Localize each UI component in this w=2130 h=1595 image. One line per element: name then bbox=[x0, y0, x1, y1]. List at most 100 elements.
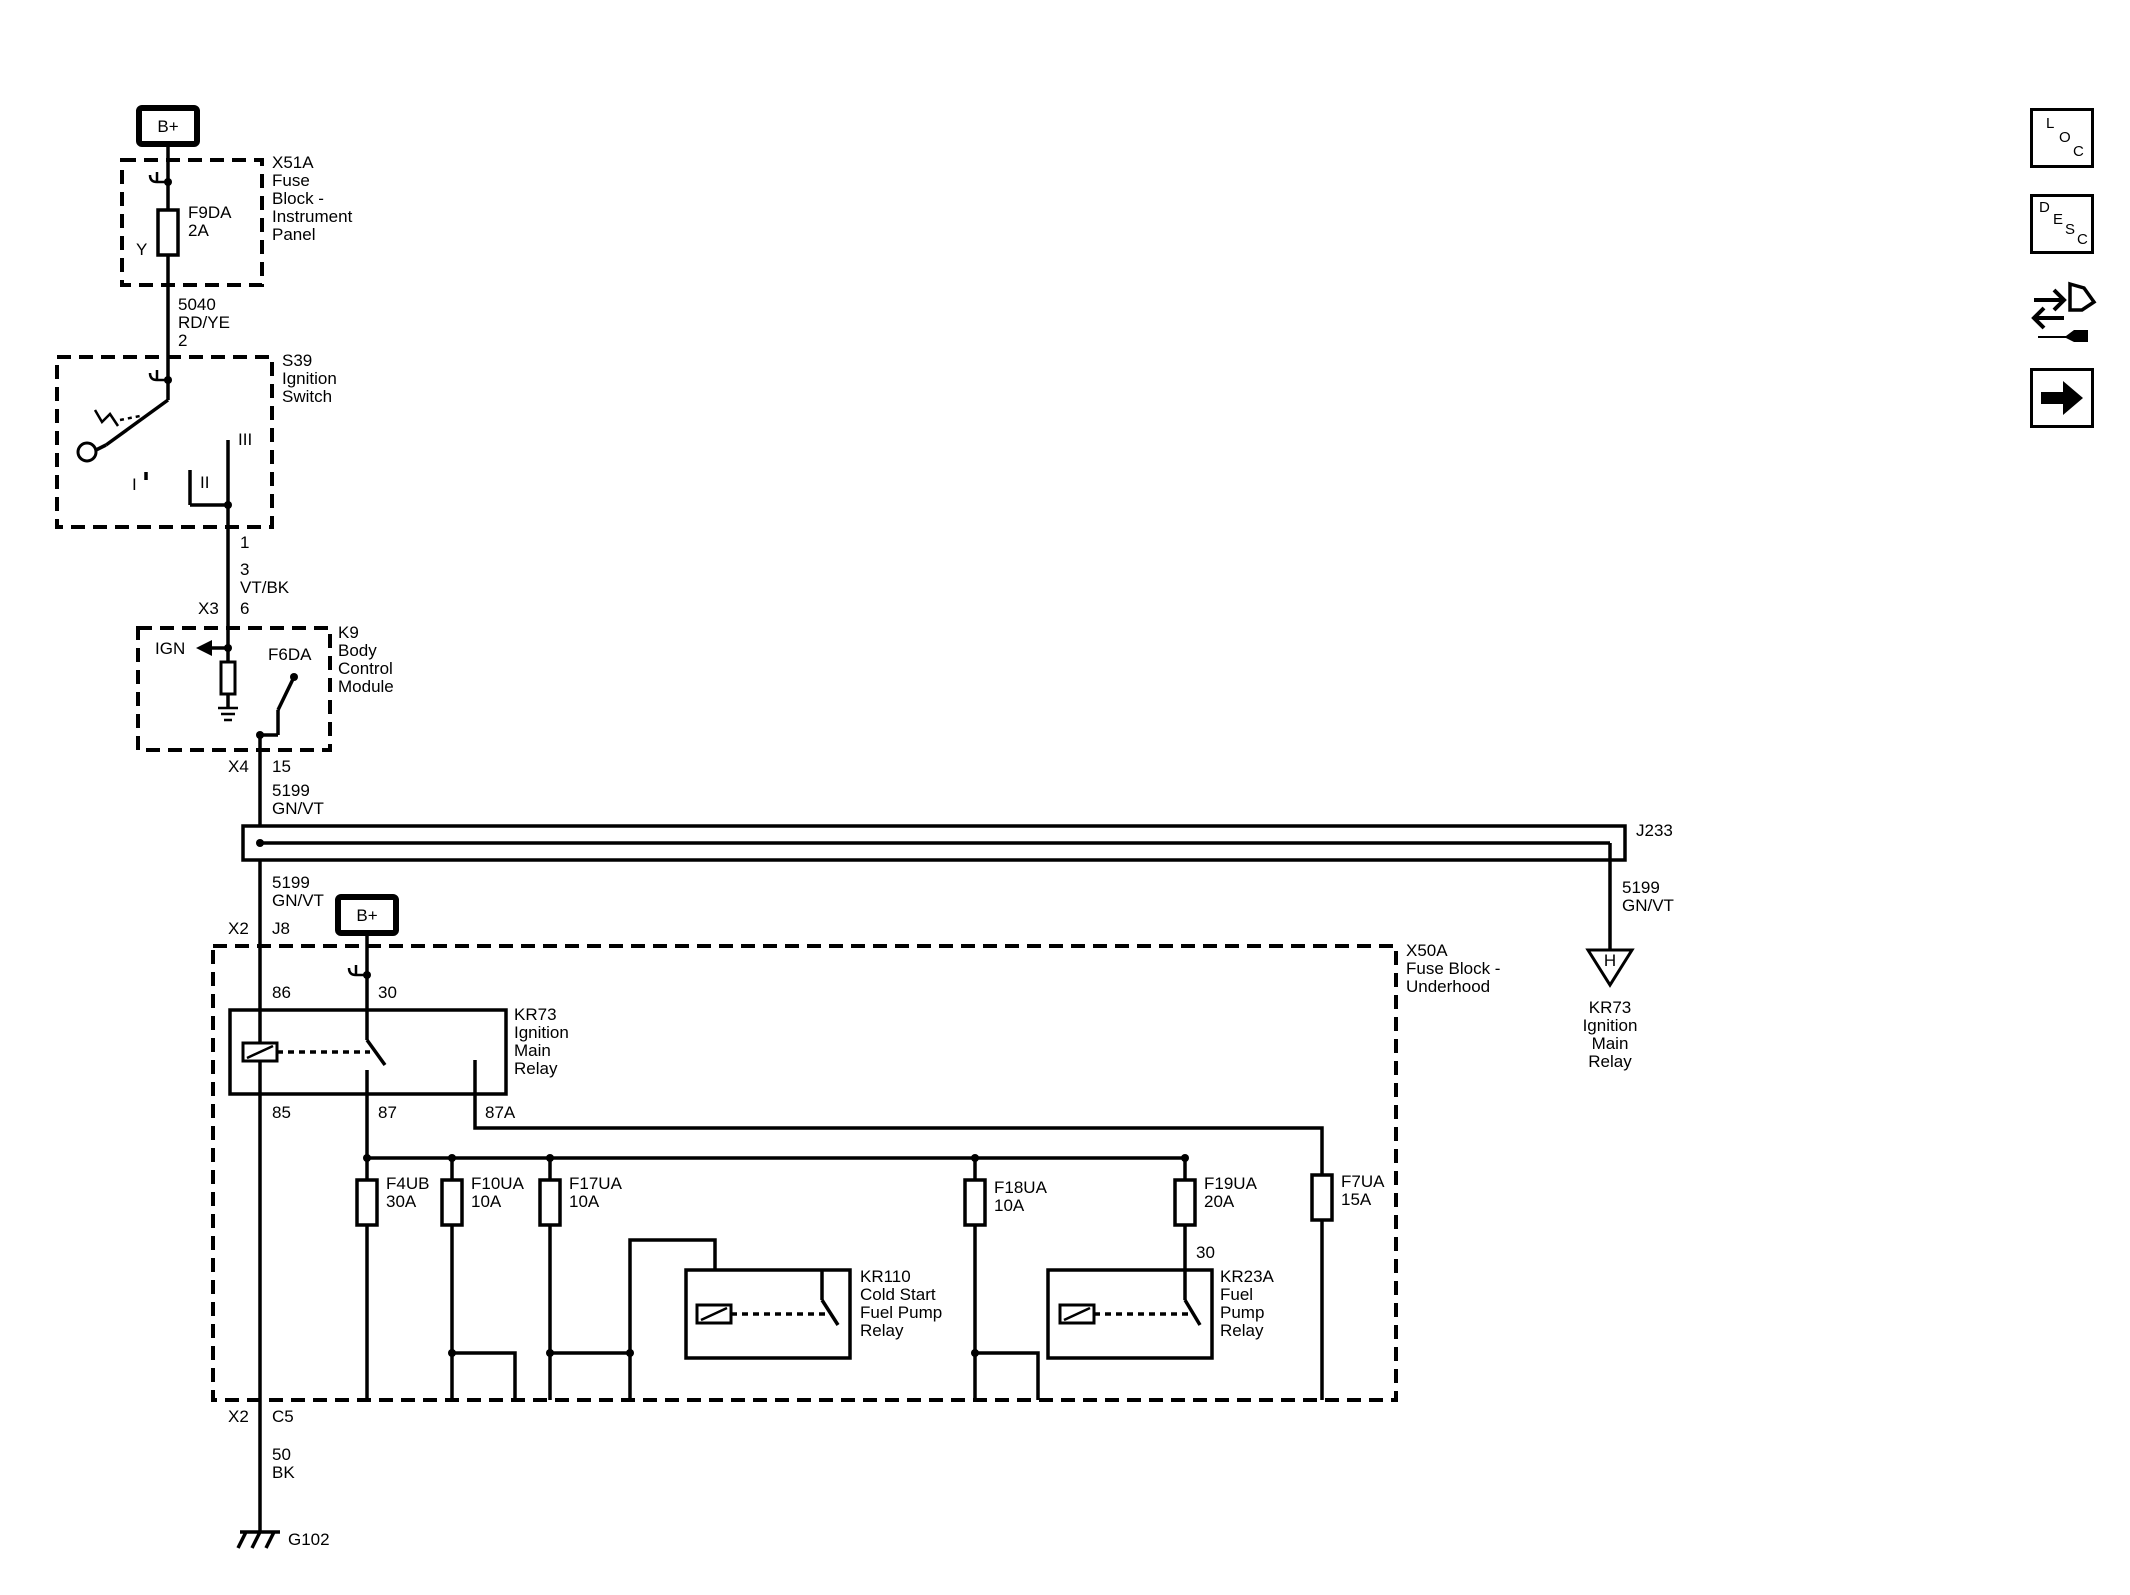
k9-label-3: Control bbox=[338, 659, 393, 678]
k9-pullup-resistor bbox=[219, 660, 237, 696]
w50-color: BK bbox=[272, 1463, 295, 1482]
x2-top-pin: J8 bbox=[272, 919, 290, 938]
g102-label: G102 bbox=[288, 1530, 330, 1549]
loc-letter-l: L bbox=[2046, 115, 2055, 132]
kr73-ref-1: KR73 bbox=[1589, 998, 1632, 1017]
k9-ign-label: IGN bbox=[155, 639, 185, 658]
w3-circuit: 3 bbox=[240, 560, 249, 579]
f18ua-name: F18UA bbox=[994, 1178, 1048, 1197]
kr73-pin-87a: 87A bbox=[485, 1103, 516, 1122]
kr73-ref-2: Ignition bbox=[1583, 1016, 1638, 1035]
x51a-label-2: Fuse bbox=[272, 171, 310, 190]
f9da-name: F9DA bbox=[188, 203, 232, 222]
kr110-label-2: Cold Start bbox=[860, 1285, 936, 1304]
x51a-label-5: Panel bbox=[272, 225, 315, 244]
ign-arrow bbox=[196, 640, 212, 656]
x51a-label-4: Instrument bbox=[272, 207, 353, 226]
f4ub-rating: 30A bbox=[386, 1192, 417, 1211]
f19ua-name: F19UA bbox=[1204, 1174, 1258, 1193]
f17ua-name: F17UA bbox=[569, 1174, 623, 1193]
kr73-pin-86: 86 bbox=[272, 983, 291, 1002]
f19ua-rating: 20A bbox=[1204, 1192, 1235, 1211]
w5199c-color: GN/VT bbox=[1622, 896, 1674, 915]
kr23a-label-3: Pump bbox=[1220, 1303, 1264, 1322]
kr110-label-4: Relay bbox=[860, 1321, 904, 1340]
f10ua-fuse bbox=[440, 1178, 464, 1227]
mid-bplus-label: B+ bbox=[356, 906, 377, 925]
loc-letter-o: O bbox=[2059, 129, 2071, 146]
k9-bcm-box bbox=[136, 626, 332, 752]
f9da-rating: 2A bbox=[188, 221, 209, 240]
desc-letter-d: D bbox=[2039, 199, 2050, 216]
s39-pos-ii: II bbox=[200, 473, 209, 492]
w3-color: VT/BK bbox=[240, 578, 290, 597]
s39-ignition-switch-box bbox=[55, 355, 274, 529]
w3-pin-bottom: 6 bbox=[240, 599, 249, 618]
f9da-terminal: Y bbox=[136, 240, 147, 259]
w3-connector: X3 bbox=[198, 599, 219, 618]
f17ua-fuse bbox=[538, 1178, 562, 1227]
s39-pos-iii: III bbox=[238, 430, 252, 449]
f10ua-name: F10UA bbox=[471, 1174, 525, 1193]
kr110-cold-start-fuel-pump-relay bbox=[684, 1268, 852, 1360]
w5040-color: RD/YE bbox=[178, 313, 230, 332]
x50a-fuse-block-box bbox=[211, 944, 1398, 1402]
h-connector-label: H bbox=[1604, 951, 1616, 970]
w5199b-circuit: 5199 bbox=[272, 873, 310, 892]
loc-letter-c: C bbox=[2073, 143, 2084, 160]
f18ua-fuse bbox=[963, 1178, 987, 1227]
kr73-ref-4: Relay bbox=[1588, 1052, 1632, 1071]
kr110-label-1: KR110 bbox=[860, 1267, 911, 1286]
kr73-ref-3: Main bbox=[1592, 1034, 1629, 1053]
f17ua-rating: 10A bbox=[569, 1192, 600, 1211]
w5199a-color: GN/VT bbox=[272, 799, 324, 818]
desc-letter-e: E bbox=[2053, 211, 2064, 228]
kr110-label-3: Fuel Pump bbox=[860, 1303, 942, 1322]
connector-wrench-icon[interactable] bbox=[2030, 278, 2098, 348]
x50a-label-1: X50A bbox=[1406, 941, 1448, 960]
f7ua-name: F7UA bbox=[1341, 1172, 1385, 1191]
s39-pos-i: I bbox=[132, 475, 137, 494]
w3-pin-top: 1 bbox=[240, 533, 249, 552]
f18ua-rating: 10A bbox=[994, 1196, 1025, 1215]
kr73-label-4: Relay bbox=[514, 1059, 558, 1078]
kr23a-fuel-pump-relay bbox=[1046, 1268, 1214, 1360]
x50a-label-3: Underhood bbox=[1406, 977, 1490, 996]
x2-bottom-pin: C5 bbox=[272, 1407, 294, 1426]
desc-letter-s: S bbox=[2065, 221, 2076, 238]
f7ua-rating: 15A bbox=[1341, 1190, 1372, 1209]
x2-top-connector: X2 bbox=[228, 919, 249, 938]
k9-connector: X4 bbox=[228, 757, 249, 776]
kr73-label-2: Ignition bbox=[514, 1023, 569, 1042]
description-button[interactable]: D E S C bbox=[2030, 194, 2094, 254]
kr73-label-1: KR73 bbox=[514, 1005, 557, 1024]
f4ub-fuse bbox=[355, 1178, 379, 1227]
kr73-label-3: Main bbox=[514, 1041, 551, 1060]
s39-label-2: Ignition bbox=[282, 369, 337, 388]
top-bplus-label: B+ bbox=[157, 117, 178, 136]
g102-ground-symbol bbox=[236, 1530, 280, 1549]
s39-label-1: S39 bbox=[282, 351, 312, 370]
w5199c-circuit: 5199 bbox=[1622, 878, 1660, 897]
x51a-label-1: X51A bbox=[272, 153, 314, 172]
w5040-pin: 2 bbox=[178, 331, 187, 350]
kr73-pin-85: 85 bbox=[272, 1103, 291, 1122]
kr23a-label-1: KR23A bbox=[1220, 1267, 1275, 1286]
kr73-pin-87: 87 bbox=[378, 1103, 397, 1122]
k9-label-4: Module bbox=[338, 677, 394, 696]
x2-bottom-connector: X2 bbox=[228, 1407, 249, 1426]
kr23a-pin-30: 30 bbox=[1196, 1243, 1215, 1262]
f4ub-name: F4UB bbox=[386, 1174, 429, 1193]
x51a-label-3: Block - bbox=[272, 189, 324, 208]
f7ua-fuse bbox=[1310, 1173, 1334, 1222]
kr23a-label-4: Relay bbox=[1220, 1321, 1264, 1340]
f19ua-fuse bbox=[1173, 1178, 1197, 1227]
location-button[interactable]: L O C bbox=[2030, 108, 2094, 168]
x51a-fuse-block-box bbox=[120, 158, 264, 287]
desc-letter-c: C bbox=[2077, 231, 2088, 248]
x50a-label-2: Fuse Block - bbox=[1406, 959, 1500, 978]
k9-label-2: Body bbox=[338, 641, 377, 660]
k9-pin: 15 bbox=[272, 757, 291, 776]
next-page-button[interactable] bbox=[2030, 368, 2094, 428]
